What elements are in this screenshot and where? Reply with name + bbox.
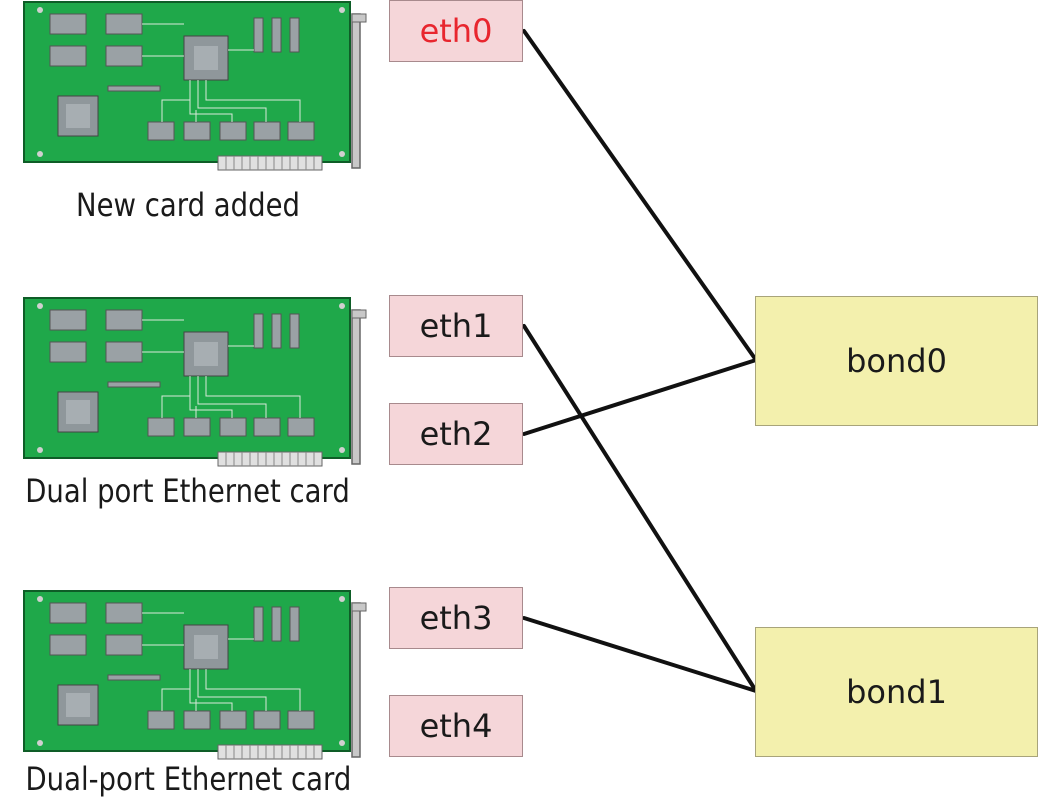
network-card-1: [22, 0, 368, 175]
port-eth1: eth1: [389, 295, 523, 357]
port-eth2: eth2: [389, 403, 523, 465]
network-card-2: [22, 296, 368, 471]
network-card-icon: [23, 1, 367, 171]
port-eth3: eth3: [389, 587, 523, 649]
port-eth4: eth4: [389, 695, 523, 757]
network-card-icon: [23, 590, 367, 760]
link-eth2-bond0: [522, 358, 758, 436]
bond0-box: bond0: [755, 296, 1038, 426]
link-eth3-bond1: [522, 616, 758, 693]
card-label-1: New card added: [75, 186, 301, 224]
card-label-2: Dual port Ethernet card: [25, 472, 350, 510]
port-eth0: eth0: [389, 0, 523, 62]
card-label-3: Dual-port Ethernet card: [25, 760, 352, 798]
bond1-box: bond1: [755, 627, 1038, 757]
network-card-icon: [23, 297, 367, 467]
link-eth0-bond0: [522, 29, 758, 362]
link-eth1-bond1: [522, 324, 758, 693]
network-card-3: [22, 589, 368, 764]
